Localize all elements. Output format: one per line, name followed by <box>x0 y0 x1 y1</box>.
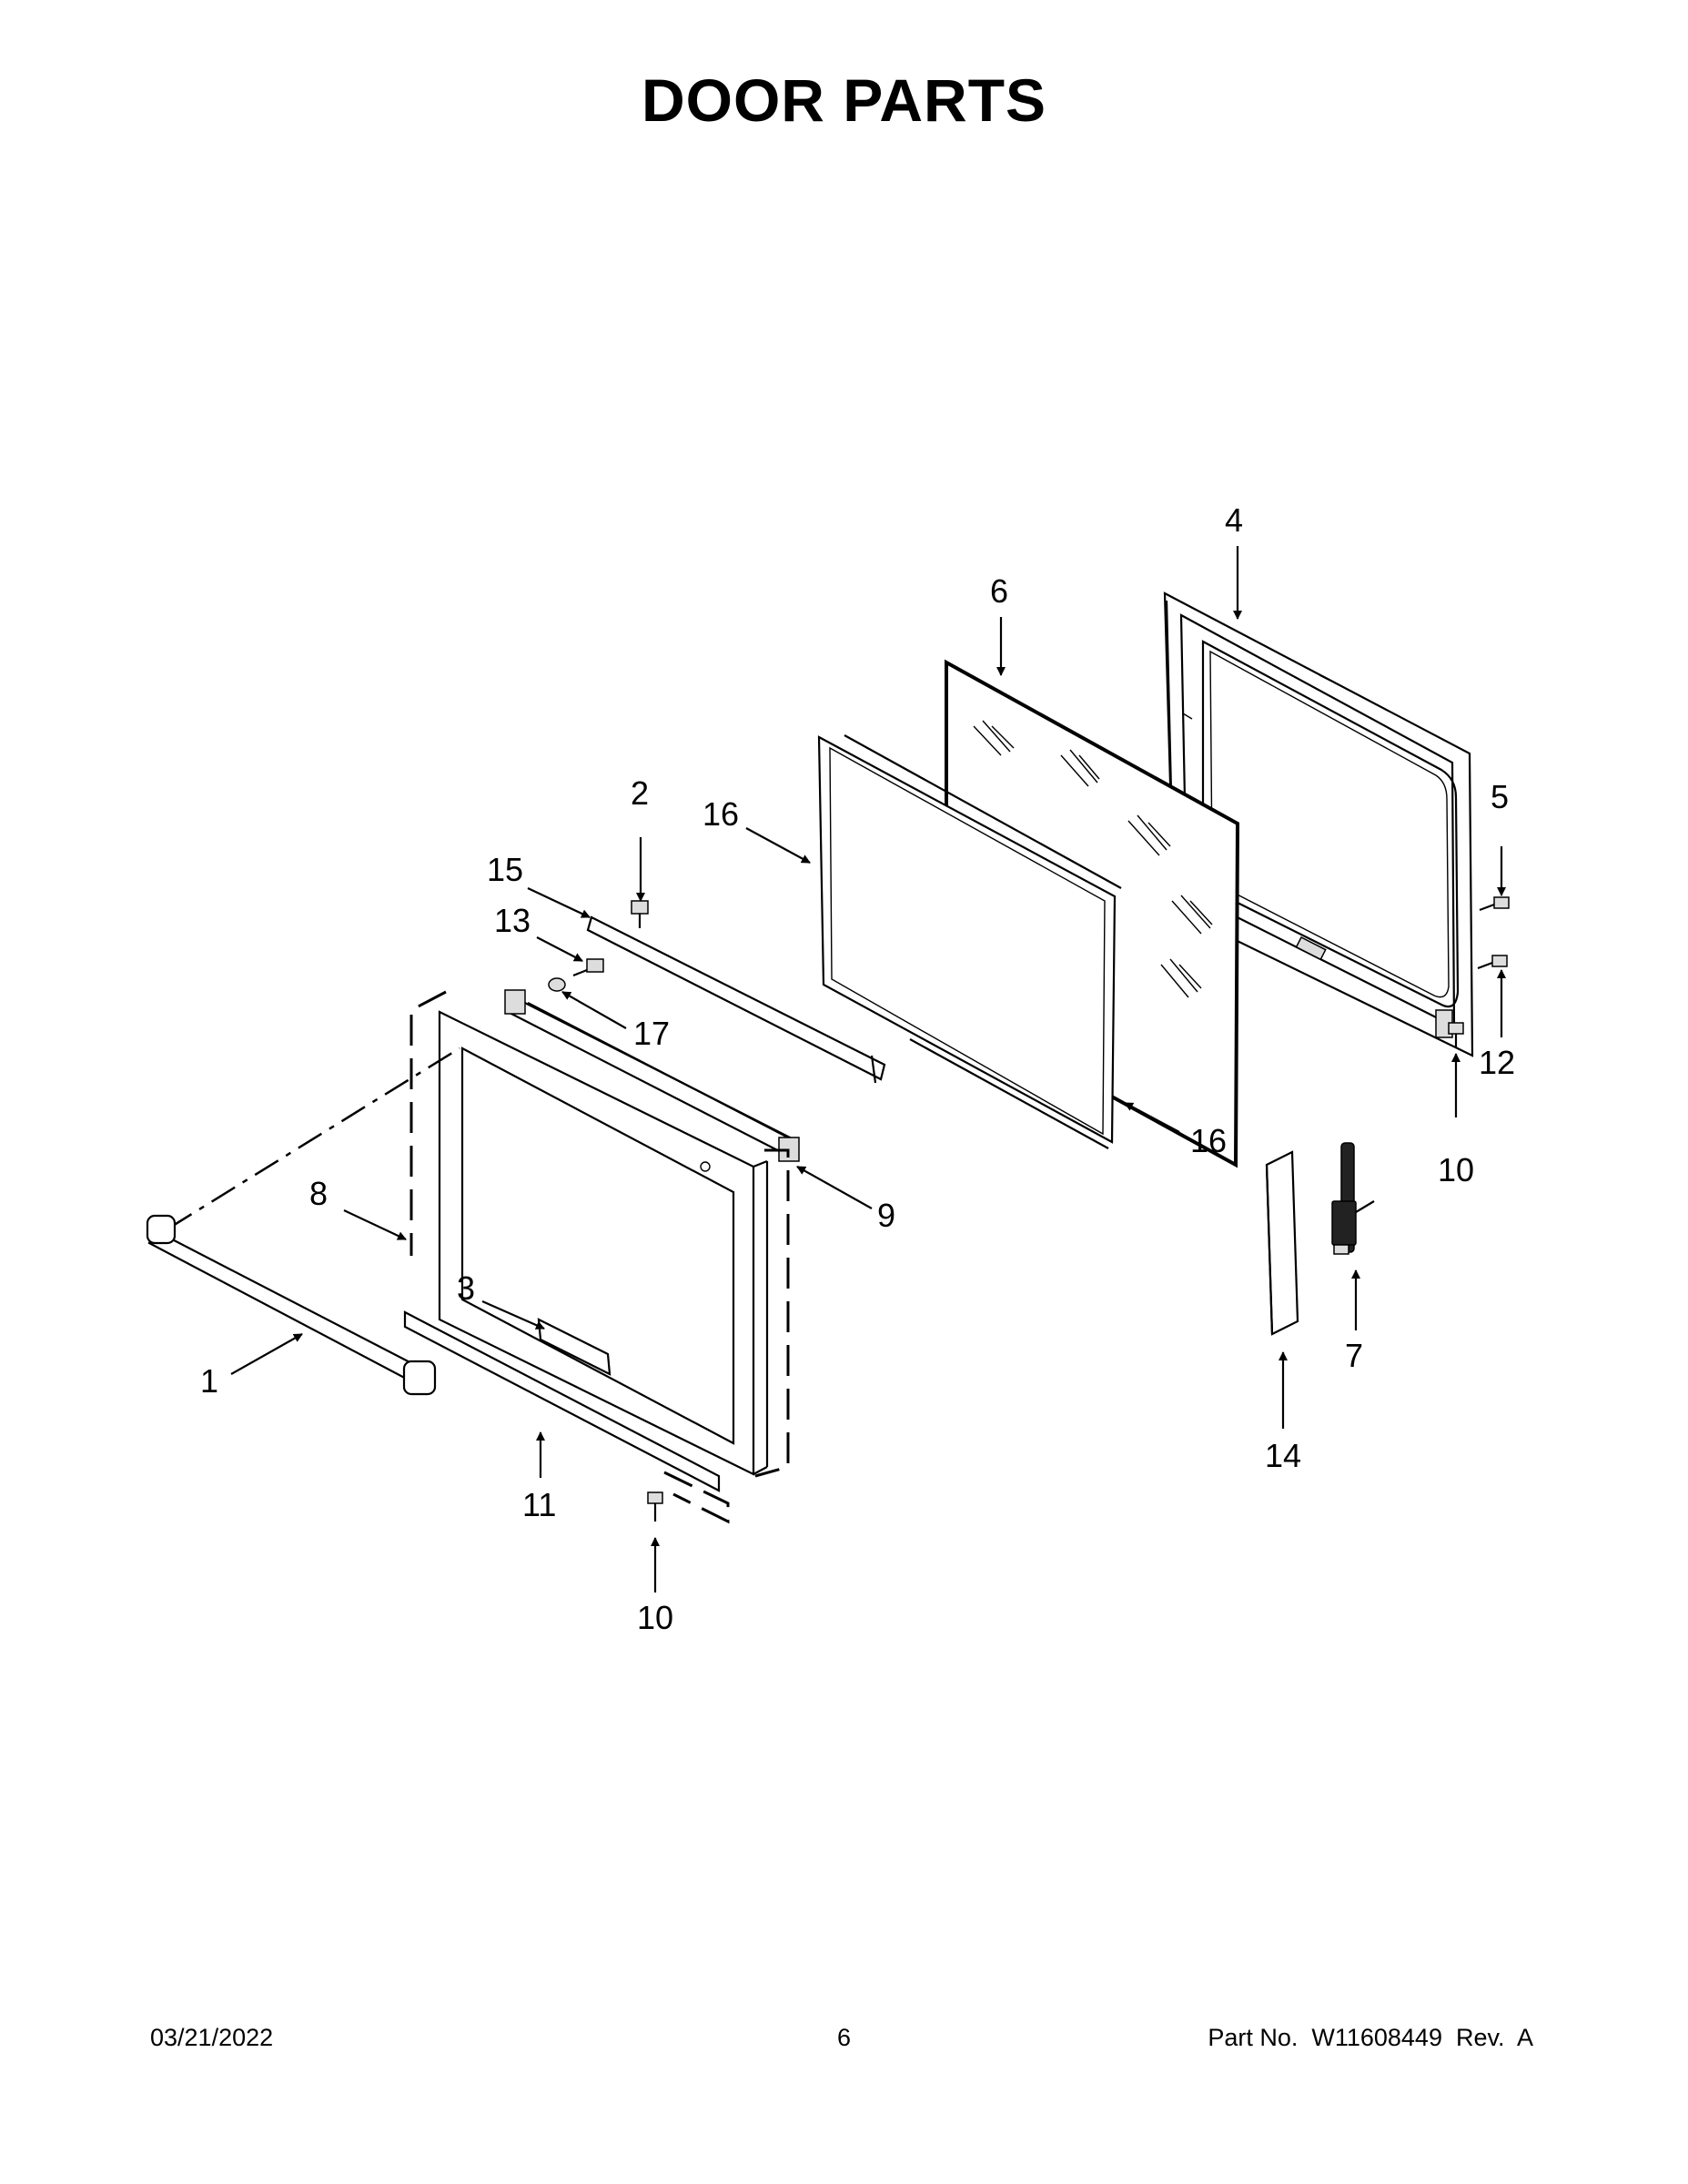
screw-part-10-right <box>1448 1022 1464 1048</box>
callout-1: 1 <box>200 1362 218 1400</box>
footer-date: 03/21/2022 <box>150 2024 274 2051</box>
callout-13: 13 <box>494 902 531 939</box>
hinge-cover <box>1265 1150 1299 1336</box>
callout-10-bottom: 10 <box>637 1599 673 1636</box>
callout-16-bottom: 16 <box>1190 1122 1227 1159</box>
screw-part-10-bottom <box>647 1491 663 1522</box>
callout-16-top: 16 <box>702 795 739 833</box>
clip-part-17 <box>548 977 566 992</box>
callout-17: 17 <box>633 1015 670 1052</box>
screw-part-5 <box>1479 896 1510 912</box>
footer-page-number: 6 <box>837 2024 852 2051</box>
glass-gasket-panel <box>817 734 1122 1149</box>
callout-9: 9 <box>877 1197 895 1234</box>
callout-15: 15 <box>487 851 523 888</box>
callout-10-right: 10 <box>1438 1151 1474 1188</box>
door-handle <box>146 1214 437 1396</box>
footer-part-number: Part No. W11608449 Rev. A <box>1208 2024 1533 2051</box>
screw-part-13 <box>572 958 604 977</box>
callout-6: 6 <box>990 572 1008 610</box>
page-title: DOOR PARTS <box>641 66 1047 134</box>
screw-part-12 <box>1477 955 1508 970</box>
callout-3: 3 <box>457 1269 475 1307</box>
bottom-door-trim <box>403 1310 721 1492</box>
door-hinge <box>1331 1142 1375 1255</box>
callout-8: 8 <box>309 1175 328 1212</box>
callout-14: 14 <box>1265 1437 1301 1474</box>
callout-5: 5 <box>1491 778 1509 815</box>
callout-11: 11 <box>522 1486 556 1523</box>
callout-4: 4 <box>1225 501 1243 539</box>
door-trim-strip <box>586 915 886 1084</box>
callout-7: 7 <box>1345 1337 1363 1374</box>
callout-12: 12 <box>1479 1044 1515 1081</box>
vent-bracket <box>504 989 800 1162</box>
outer-door-panel <box>438 1010 769 1476</box>
screw-part-2 <box>631 900 649 928</box>
callout-2: 2 <box>631 774 649 812</box>
